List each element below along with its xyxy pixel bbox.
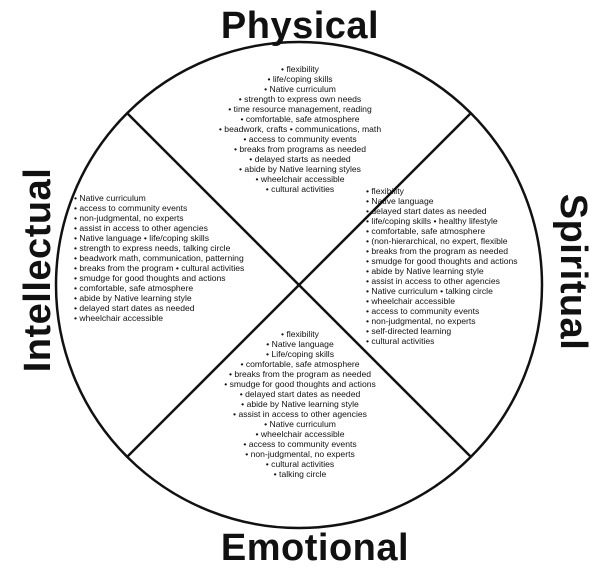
wheel-circle <box>54 40 544 530</box>
list-item: comfortable, safe atmosphere <box>366 226 518 236</box>
list-item: smudge for good thoughts and actions <box>224 379 376 389</box>
list-item: assist in access to other agencies <box>224 409 376 419</box>
list-item: abide by Native learning style <box>366 266 518 276</box>
spiritual-quadrant-list: flexibility Native language delayed star… <box>366 186 518 346</box>
list-item: smudge for good thoughts and actions <box>366 256 517 266</box>
list-item: beadwork, crafts • communications, math <box>219 124 381 134</box>
list-item: cultural activities <box>219 184 381 194</box>
list-item: strength to express needs, talking circl… <box>74 243 244 253</box>
list-item: smudge for good thoughts and actions <box>74 273 244 283</box>
list-item: breaks from the program as needed <box>224 369 376 379</box>
list-item: Native language <box>224 339 376 349</box>
list-item: strength to express own needs <box>219 94 381 104</box>
list-item: wheelchair accessible <box>219 174 381 184</box>
list-item: Native curriculum <box>219 84 381 94</box>
list-item: Native language • life/coping skills <box>74 233 244 243</box>
list-item: access to community events <box>219 134 381 144</box>
list-item: life/coping skills <box>219 74 381 84</box>
list-item: comfortable, safe atmosphere <box>224 359 376 369</box>
list-item: wheelchair accessible <box>74 313 244 323</box>
physical-label: Physical <box>220 5 380 47</box>
list-item: breaks from the program • cultural activ… <box>74 263 244 273</box>
list-item: delayed start dates as needed <box>224 389 376 399</box>
list-item: Native curriculum <box>74 193 244 203</box>
physical-quadrant-list: flexibility life/coping skills Native cu… <box>219 64 381 194</box>
list-item: Native curriculum • talking circle <box>366 286 518 296</box>
list-item: access to community events <box>74 203 244 213</box>
list-item: delayed starts as needed <box>219 154 381 164</box>
list-item: breaks from programs as needed <box>219 144 381 154</box>
intellectual-label: Intellectual <box>17 167 59 373</box>
list-item: comfortable, safe atmosphere <box>219 114 381 124</box>
list-item: delayed start dates as needed <box>74 303 244 313</box>
list-item: cultural activities <box>366 336 518 346</box>
list-item: comfortable, safe atmosphere <box>74 283 244 293</box>
list-item: abide by Native learning styles <box>219 164 381 174</box>
list-item: life/coping skills • healthy lifestyle <box>366 216 518 226</box>
list-item: Native language <box>366 196 518 206</box>
list-item: talking circle <box>224 469 376 479</box>
list-item: non-judgmental, no experts <box>224 449 376 459</box>
list-item: assist in access to other agencies <box>366 276 518 286</box>
list-item: self-directed learning <box>366 326 518 336</box>
list-item: beadwork math, communication, patterning <box>74 253 244 263</box>
list-item: (non-hierarchical, no expert, flexible <box>366 236 518 246</box>
spiritual-label: Spiritual <box>552 193 594 351</box>
list-item: flexibility <box>219 64 381 74</box>
emotional-quadrant-list: flexibility Native language Life/coping … <box>224 329 376 479</box>
list-item: Native curriculum <box>224 419 376 429</box>
list-item: assist in access to other agencies <box>74 223 244 233</box>
list-item: flexibility <box>366 186 518 196</box>
list-item: abide by Native learning style <box>74 293 244 303</box>
list-item: non-judgmental, no experts <box>74 213 244 223</box>
list-item: wheelchair accessible <box>224 429 376 439</box>
list-item: time resource management, reading <box>219 104 381 114</box>
list-item: access to community events <box>366 306 518 316</box>
emotional-label: Emotional <box>220 527 410 569</box>
list-item: breaks from the program as needed <box>366 246 518 256</box>
list-item: cultural activities <box>224 459 376 469</box>
list-item: flexibility <box>224 329 376 339</box>
list-item: abide by Native learning style <box>224 399 376 409</box>
list-item: Life/coping skills <box>224 349 376 359</box>
list-item: non-judgmental, no experts <box>366 316 518 326</box>
intellectual-quadrant-list: Native curriculum access to community ev… <box>74 193 244 323</box>
list-item: wheelchair accessible <box>366 296 518 306</box>
list-item: delayed start dates as needed <box>366 206 518 216</box>
list-item: access to community events <box>224 439 376 449</box>
divider-line-ne-sw <box>126 112 472 458</box>
